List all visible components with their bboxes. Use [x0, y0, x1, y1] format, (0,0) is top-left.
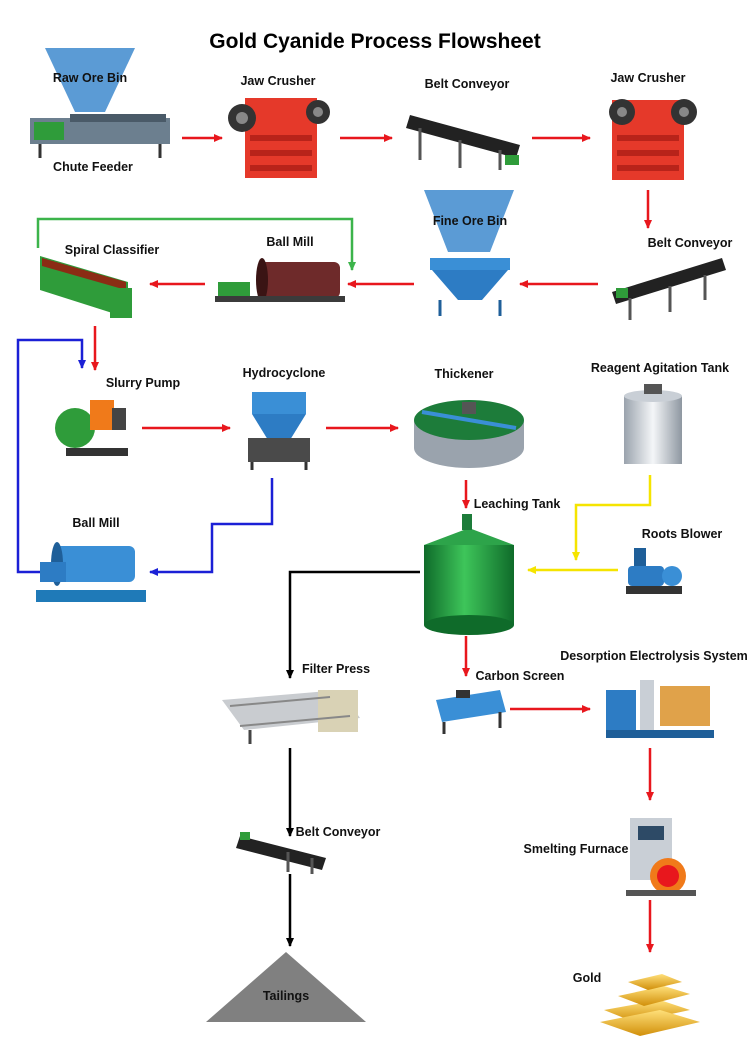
slurry-pump-label: Slurry Pump — [106, 376, 181, 390]
arrow-hydrocyclone-to-ball-mill-2 — [149, 478, 274, 576]
jaw-crusher-2-image — [609, 99, 697, 180]
reagent-agitation-tank-label: Reagent Agitation Tank — [591, 361, 729, 375]
roots-blower-label: Roots Blower — [642, 527, 723, 541]
jaw-crusher-2-label: Jaw Crusher — [610, 71, 685, 85]
desorption-system-label: Desorption Electrolysis System — [560, 649, 748, 663]
raw-ore-bin-label: Raw Ore Bin — [53, 71, 127, 85]
belt-conveyor-3-image — [236, 832, 326, 874]
desorption-system-image — [606, 680, 714, 738]
ball-mill-2-image — [36, 542, 146, 602]
page-title: Gold Cyanide Process Flowsheet — [209, 30, 540, 53]
arrow-classifier-return — [36, 217, 356, 271]
filter-press-label: Filter Press — [302, 662, 370, 676]
fine-ore-bin-label: Fine Ore Bin — [433, 214, 507, 228]
gold-bars-image — [600, 974, 700, 1036]
arrow-ball-mill-2-to-pump — [16, 338, 86, 574]
thickener-image — [414, 400, 524, 468]
filter-press-image — [222, 690, 360, 744]
leaching-tank-image — [424, 514, 514, 635]
spiral-classifier-image — [40, 256, 132, 318]
hydrocyclone-image — [248, 392, 310, 470]
reagent-agitation-tank-image — [624, 384, 682, 464]
slurry-pump-image — [55, 400, 128, 456]
belt-conveyor-2-image — [612, 258, 726, 320]
fine-ore-bin — [424, 190, 514, 252]
arrow-reagent-to-leaching — [572, 475, 652, 561]
ball-mill-1-label: Ball Mill — [266, 235, 313, 249]
belt-conveyor-3-label: Belt Conveyor — [296, 825, 381, 839]
gold-label: Gold — [573, 971, 601, 985]
fine-ore-bin-structure — [430, 258, 510, 316]
belt-conveyor-1-label: Belt Conveyor — [425, 77, 510, 91]
carbon-screen-image — [436, 690, 506, 734]
smelting-furnace-label: Smelting Furnace — [524, 842, 629, 856]
jaw-crusher-1-label: Jaw Crusher — [240, 74, 315, 88]
arrow-leaching-to-filter-press — [286, 570, 420, 679]
tailings-pile — [206, 952, 366, 1022]
thickener-label: Thickener — [434, 367, 493, 381]
hydrocyclone-label: Hydrocyclone — [243, 366, 326, 380]
spiral-classifier-label: Spiral Classifier — [65, 243, 160, 257]
ball-mill-1-image — [215, 258, 345, 302]
chute-feeder-image — [30, 114, 170, 158]
tailings-label: Tailings — [263, 989, 309, 1003]
belt-conveyor-2-label: Belt Conveyor — [648, 236, 733, 250]
leaching-tank-label: Leaching Tank — [474, 497, 561, 511]
raw-ore-bin — [45, 48, 135, 112]
roots-blower-image — [626, 548, 682, 594]
smelting-furnace-image — [626, 818, 696, 896]
ball-mill-2-label: Ball Mill — [72, 516, 119, 530]
carbon-screen-label: Carbon Screen — [476, 669, 565, 683]
chute-feeder-label: Chute Feeder — [53, 160, 133, 174]
jaw-crusher-1-image — [228, 98, 330, 178]
belt-conveyor-1-image — [406, 115, 520, 170]
